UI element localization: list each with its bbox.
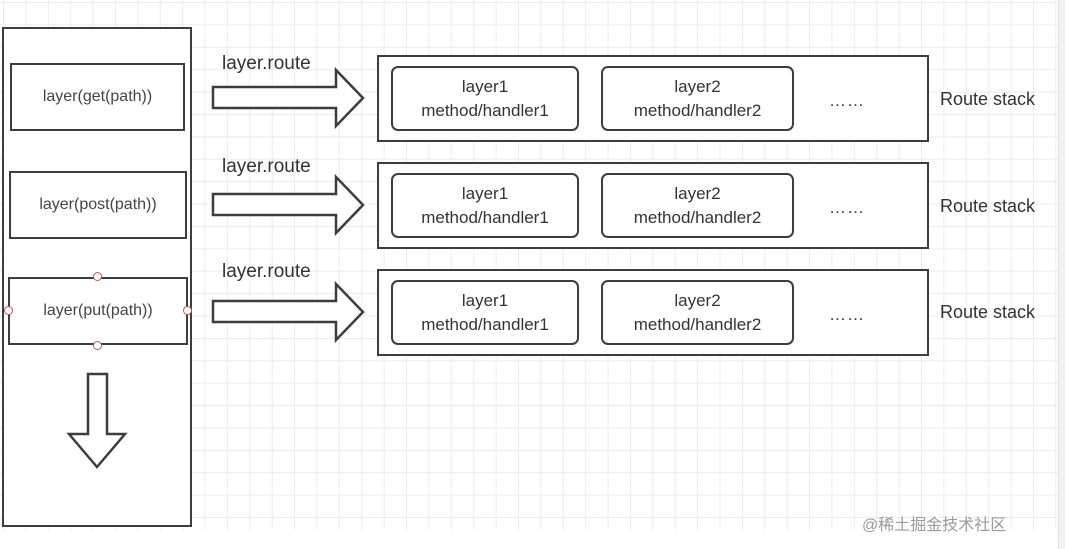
selection-handle-right[interactable]: [183, 306, 192, 315]
route-layer-2[interactable]: layer2 method/handler2: [601, 173, 794, 238]
right-arrow-icon: [211, 280, 365, 344]
right-arrow-icon: [211, 66, 365, 130]
selection-handle-left[interactable]: [4, 306, 13, 315]
selection-handle-bottom[interactable]: [93, 341, 102, 350]
route-stack-label: Route stack: [940, 89, 1036, 109]
ellipsis: ……: [829, 305, 865, 324]
router-layer-post[interactable]: layer(post(path)): [9, 171, 187, 239]
arrow-label: layer.route: [222, 261, 311, 282]
route-layer-detail: method/handler2: [633, 207, 762, 227]
router-layer-put[interactable]: layer(put(path)): [8, 277, 188, 345]
ellipsis: ……: [829, 91, 865, 110]
route-layer-name: layer1: [461, 183, 509, 203]
route-stack-label: Route stack: [940, 196, 1036, 216]
router-layer-get[interactable]: layer(get(path)): [10, 63, 185, 131]
selection-handle-top[interactable]: [93, 272, 102, 281]
route-layer-name: layer1: [461, 290, 509, 310]
route-layer-name: layer2: [674, 183, 721, 203]
router-layer-label: layer(get(path)): [42, 88, 153, 105]
down-arrow-icon: [66, 372, 128, 469]
route-layer-2[interactable]: layer2 method/handler2: [601, 66, 794, 131]
route-layer-1[interactable]: layer1 method/handler1: [391, 173, 579, 238]
route-layer-detail: method/handler2: [633, 314, 762, 334]
router-layer-label: layer(put(path)): [43, 302, 153, 319]
arrow-label: layer.route: [222, 156, 311, 177]
router-layer-label: layer(post(path)): [39, 196, 157, 213]
route-layer-detail: method/handler2: [633, 100, 762, 120]
route-layer-1[interactable]: layer1 method/handler1: [391, 280, 579, 345]
route-layer-name: layer2: [674, 290, 721, 310]
route-layer-detail: method/handler1: [421, 207, 549, 227]
canvas-bottom-margin: [0, 530, 1058, 549]
right-edge-strip: [1058, 0, 1065, 549]
watermark: @稀土掘金技术社区: [862, 517, 1007, 534]
route-layer-name: layer1: [461, 76, 509, 96]
route-layer-1[interactable]: layer1 method/handler1: [391, 66, 579, 131]
route-layer-detail: method/handler1: [421, 100, 549, 120]
route-layer-detail: method/handler1: [421, 314, 549, 334]
right-arrow-icon: [211, 173, 365, 237]
route-stack-label: Route stack: [940, 302, 1036, 322]
route-layer-2[interactable]: layer2 method/handler2: [601, 280, 794, 345]
route-layer-name: layer2: [674, 76, 721, 96]
arrow-label: layer.route: [222, 53, 311, 74]
ellipsis: ……: [829, 198, 865, 217]
